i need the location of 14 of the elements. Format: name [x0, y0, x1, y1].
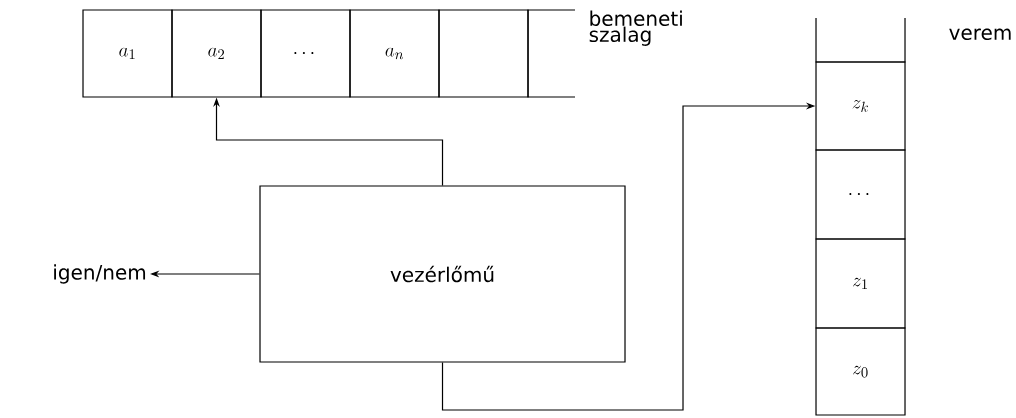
stack-cell [815, 17, 906, 63]
tape-cell: $a_n$ [349, 9, 440, 98]
tape-cell: $a_2$ [171, 9, 262, 98]
tape-cell [438, 9, 529, 98]
control-box: vezérlőmű [259, 185, 626, 363]
stack-cell: $z_k$ [815, 61, 906, 151]
tape-cell: $\cdots$ [260, 9, 351, 98]
output-label: igen/nem [54, 264, 146, 284]
stack-cell: $\cdots$ [815, 149, 906, 240]
tape-cell [527, 9, 576, 98]
tape-cell: $a_1$ [82, 9, 173, 98]
stack-label: verem [949, 28, 1011, 41]
stack-cell: $z_0$ [815, 327, 906, 416]
stack-cell: $z_1$ [815, 238, 906, 329]
